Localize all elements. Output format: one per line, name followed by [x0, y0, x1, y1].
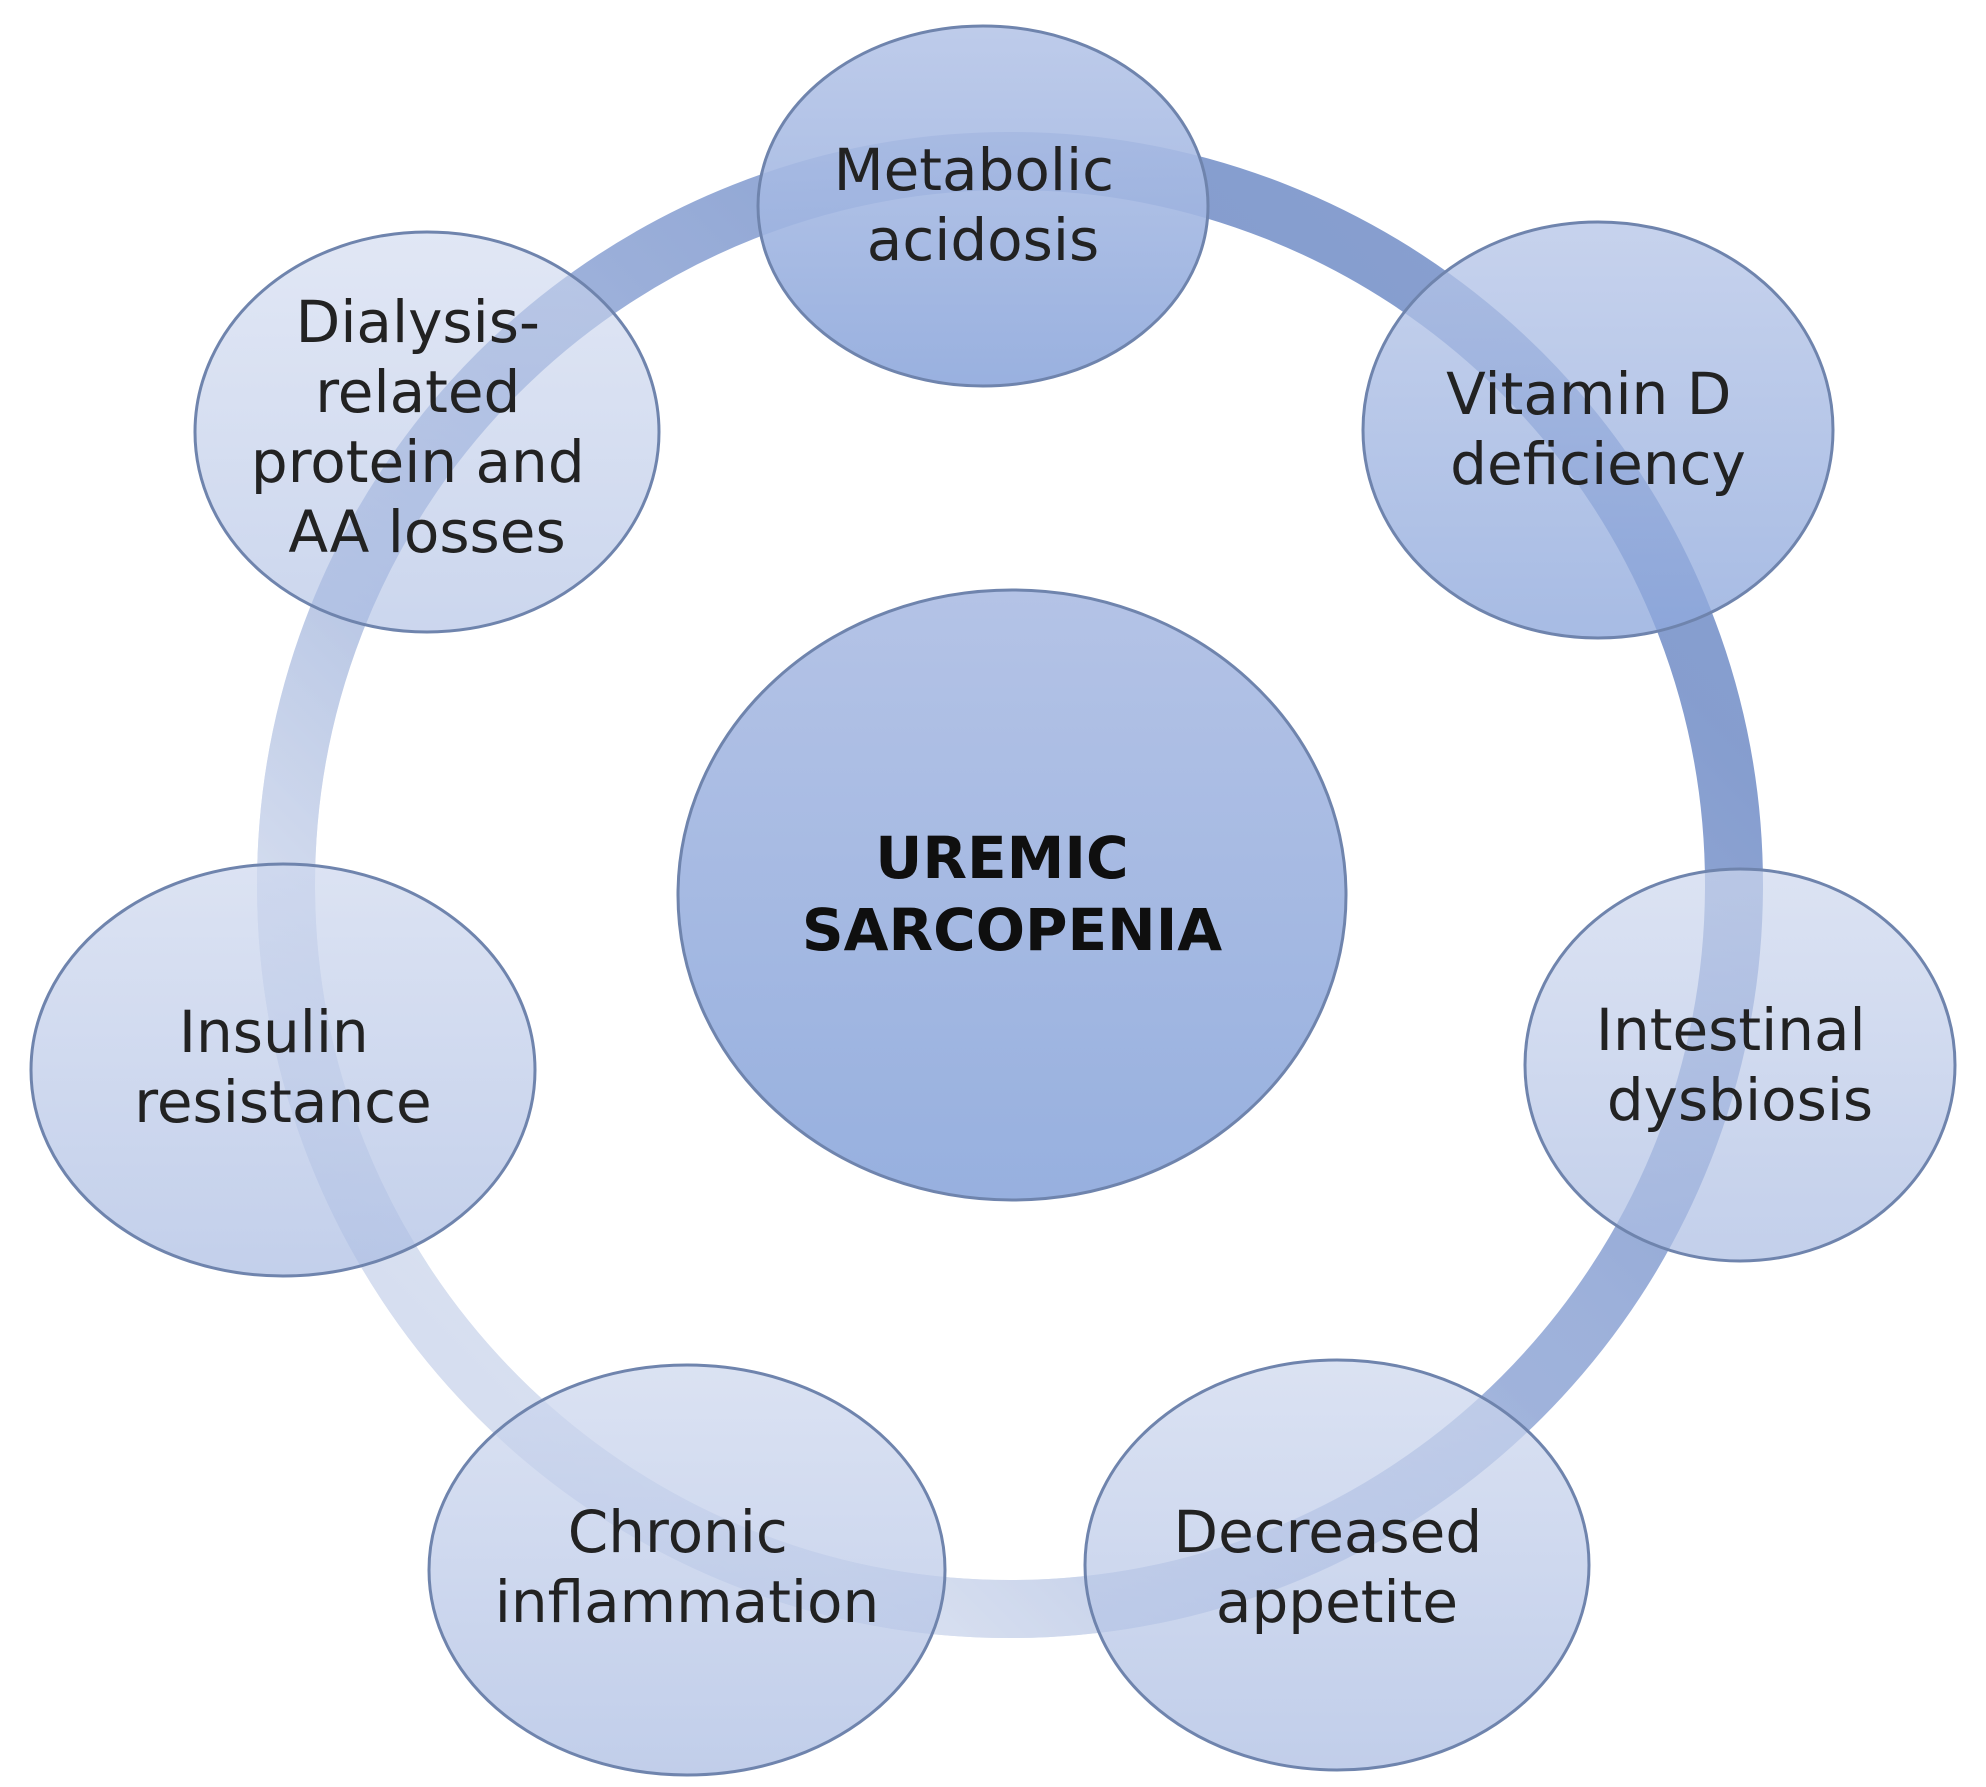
- node-decreased-appetite-line-1: Decreased: [1173, 1498, 1482, 1566]
- center-node-line-2: SARCOPENIA: [802, 896, 1222, 964]
- node-metabolic-acidosis-shape: [756, 24, 1210, 388]
- node-chronic-inflammation-label: Chronic inflammation: [495, 1498, 880, 1636]
- node-decreased-appetite-line-2: appetite: [1216, 1568, 1458, 1636]
- node-chronic-inflammation-line-1: Chronic: [568, 1498, 788, 1566]
- node-insulin-resistance-shape: [29, 862, 537, 1278]
- node-intestinal-dysbiosis-label: Intestinal dysbiosis: [1596, 996, 1884, 1134]
- node-decreased-appetite: Decreased appetite: [1083, 1358, 1591, 1772]
- node-dialysis-related-losses-line-2: related: [315, 358, 520, 426]
- node-vitamin-d-deficiency-shape: [1361, 220, 1835, 640]
- center-node-shape: [676, 588, 1348, 1202]
- node-chronic-inflammation-shape: [427, 1363, 947, 1777]
- node-insulin-resistance: Insulin resistance: [29, 862, 537, 1278]
- node-insulin-resistance-line-2: resistance: [134, 1068, 431, 1136]
- node-dialysis-related-losses-line-1: Dialysis-: [296, 288, 540, 356]
- node-chronic-inflammation: Chronic inflammation: [427, 1363, 947, 1777]
- node-decreased-appetite-label: Decreased appetite: [1173, 1498, 1500, 1636]
- node-dialysis-related-losses: Dialysis- related protein and AA losses: [193, 230, 661, 634]
- center-node-line-1: UREMIC: [875, 824, 1128, 892]
- node-metabolic-acidosis-line-2: acidosis: [867, 206, 1099, 274]
- node-vitamin-d-deficiency-line-2: deficiency: [1450, 430, 1746, 498]
- node-metabolic-acidosis-label: Metabolic acidosis: [834, 136, 1133, 274]
- node-intestinal-dysbiosis-line-2: dysbiosis: [1607, 1066, 1873, 1134]
- node-metabolic-acidosis-line-1: Metabolic: [834, 136, 1114, 204]
- node-insulin-resistance-label: Insulin resistance: [134, 998, 431, 1136]
- node-intestinal-dysbiosis-line-1: Intestinal: [1596, 996, 1866, 1064]
- center-node: UREMIC SARCOPENIA: [676, 588, 1348, 1202]
- node-dialysis-related-losses-label: Dialysis- related protein and AA losses: [251, 288, 603, 566]
- node-intestinal-dysbiosis-shape: [1523, 867, 1957, 1263]
- node-insulin-resistance-line-1: Insulin: [179, 998, 369, 1066]
- node-metabolic-acidosis: Metabolic acidosis: [756, 24, 1210, 388]
- node-dialysis-related-losses-shape: [193, 230, 661, 634]
- node-vitamin-d-deficiency-line-1: Vitamin D: [1446, 360, 1731, 428]
- node-decreased-appetite-shape: [1083, 1358, 1591, 1772]
- node-vitamin-d-deficiency: Vitamin D deficiency: [1361, 220, 1835, 640]
- center-node-label: UREMIC SARCOPENIA: [802, 824, 1222, 964]
- node-chronic-inflammation-line-2: inflammation: [495, 1568, 880, 1636]
- node-intestinal-dysbiosis: Intestinal dysbiosis: [1523, 867, 1957, 1263]
- node-vitamin-d-deficiency-label: Vitamin D deficiency: [1446, 360, 1750, 498]
- node-dialysis-related-losses-line-3: protein and: [251, 428, 585, 496]
- node-dialysis-related-losses-line-4: AA losses: [288, 498, 565, 566]
